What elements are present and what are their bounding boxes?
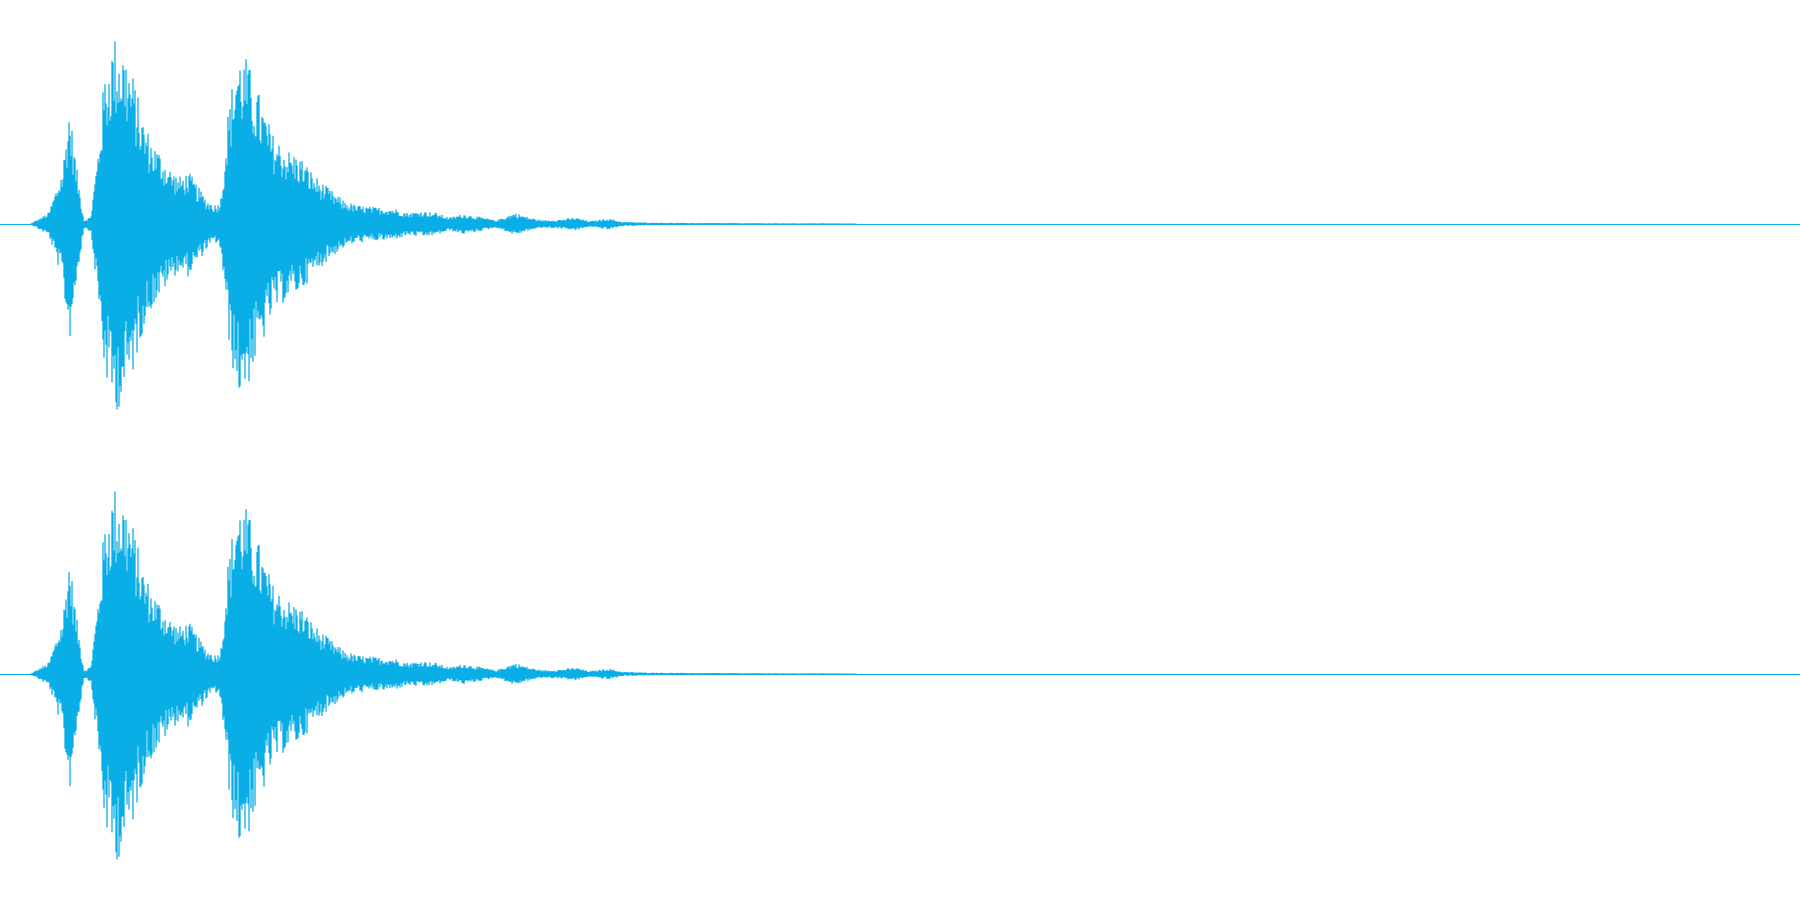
channel-left-waveform xyxy=(30,41,863,410)
waveform-channel-right[interactable] xyxy=(0,491,1800,860)
channel-right-waveform xyxy=(30,491,863,860)
waveform-channel-left[interactable] xyxy=(0,41,1800,410)
